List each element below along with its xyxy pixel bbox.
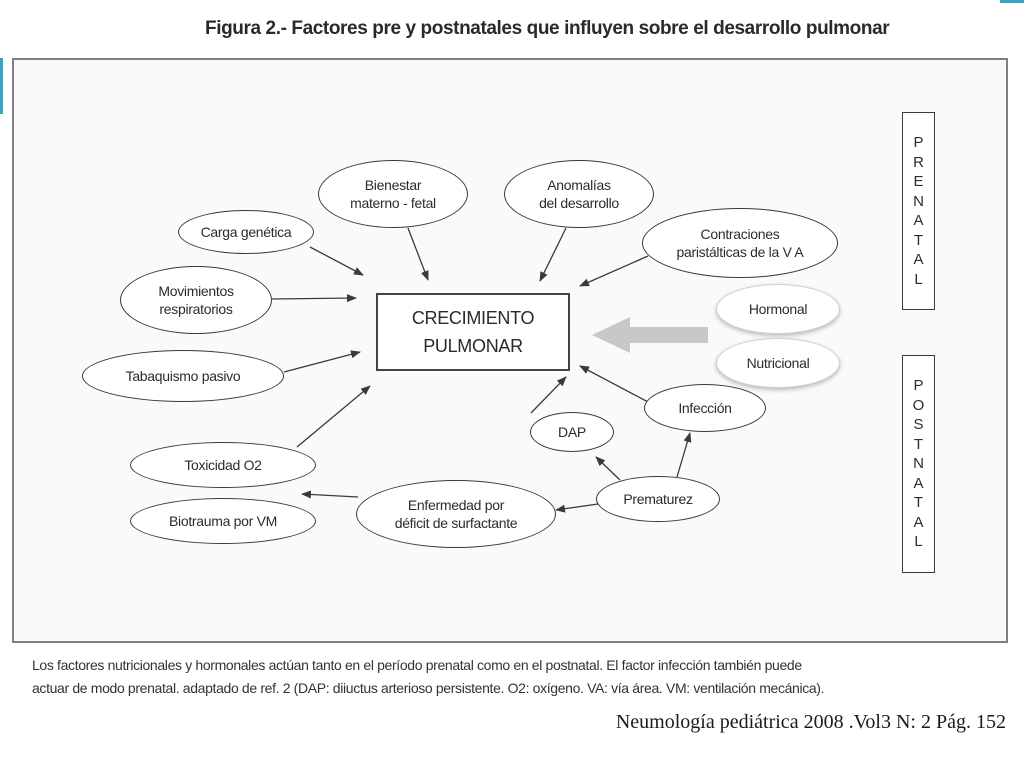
node-infeccion: Infección — [644, 384, 766, 432]
node-bienestar-materno-fetal: Bienestar materno - fetal — [318, 160, 468, 228]
node-label: Biotrauma por VM — [168, 513, 278, 529]
big-arrow — [592, 317, 708, 353]
node-label: Movimientos respiratorios — [158, 283, 234, 317]
figure-title: Figura 2.- Factores pre y postnatales qu… — [205, 18, 890, 39]
vertical-label-letter: L — [914, 270, 923, 288]
arrow-prematurez-dap — [595, 456, 621, 481]
arrow-bienestar — [407, 227, 429, 281]
node-movimientos-respiratorios: Movimientos respiratorios — [120, 266, 272, 334]
node-carga-genetica: Carga genética — [178, 210, 314, 254]
node-label: Enfermedad por déficit de surfactante — [394, 497, 518, 531]
vertical-label-letter: A — [913, 513, 924, 531]
vertical-label-letter: A — [913, 212, 924, 229]
vertical-label-letter: L — [914, 533, 923, 551]
source-citation: Neumología pediátrica 2008 .Vol3 N: 2 Pá… — [615, 711, 1006, 733]
vertical-label-letter: T — [913, 231, 924, 249]
node-hormonal: Hormonal — [716, 284, 840, 334]
arrow-dap — [530, 376, 567, 414]
node-label: DAP — [558, 424, 586, 440]
arrow-infeccion — [579, 365, 651, 404]
arrow-prematurez-infeccion — [676, 432, 692, 478]
arrow-contracciones — [579, 255, 649, 287]
figure-caption: Los factores nutricionales y hormonales … — [32, 654, 992, 700]
arrow-carga-genetica — [309, 246, 364, 276]
node-label: Anomalías del desarrollo — [539, 177, 619, 211]
arrow-prematurez-enfermedad — [555, 503, 599, 513]
node-label: Tabaquismo pasivo — [125, 368, 241, 384]
caption-line-1: Los factores nutricionales y hormonales … — [32, 657, 802, 673]
arrow-toxicidad — [296, 385, 371, 448]
node-prematurez: Prematurez — [596, 476, 720, 522]
vertical-label-letter: R — [913, 153, 924, 171]
vertical-label-letter: A — [913, 251, 924, 268]
node-anomalias-del-desarrollo: Anomalías del desarrollo — [504, 160, 654, 228]
node-label: Bienestar materno - fetal — [350, 177, 436, 211]
vertical-label-letter: P — [913, 377, 924, 395]
node-enfermedad-deficit-surfactante: Enfermedad por déficit de surfactante — [356, 480, 556, 548]
vertical-label-letter: N — [913, 455, 924, 473]
arrow-anomalias — [539, 227, 567, 282]
accent-line-left — [0, 58, 3, 114]
node-label: Toxicidad O2 — [184, 457, 262, 473]
vertical-label-letter: S — [913, 416, 924, 434]
node-dap: DAP — [530, 412, 614, 452]
node-label: Prematurez — [623, 491, 693, 507]
node-label: Carga genética — [200, 224, 292, 240]
vertical-label-letter: E — [913, 173, 924, 190]
center-label: CRECIMIENTO PULMONAR — [411, 308, 535, 356]
node-tabaquismo-pasivo: Tabaquismo pasivo — [82, 350, 284, 402]
vertical-label-letter: T — [913, 435, 924, 453]
node-contracciones: Contraciones paristálticas de la V A — [642, 208, 838, 278]
vertical-label-letter: N — [913, 192, 924, 210]
vertical-label-letter: T — [913, 494, 924, 512]
node-nutricional: Nutricional — [716, 338, 840, 388]
node-label: Contraciones paristálticas de la V A — [676, 226, 804, 260]
vertical-label-letter: P — [913, 134, 924, 151]
node-biotrauma-por-vm: Biotrauma por VM — [130, 498, 316, 544]
node-toxicidad-o2: Toxicidad O2 — [130, 442, 316, 488]
node-label: Hormonal — [748, 301, 808, 317]
accent-line-top — [1000, 0, 1024, 3]
arrow-tabaquismo — [283, 350, 361, 373]
node-label: Infección — [678, 400, 732, 416]
caption-line-2: actuar de modo prenatal. adaptado de ref… — [32, 680, 825, 696]
vertical-label-letter: O — [912, 396, 925, 414]
node-label: Nutricional — [746, 355, 810, 371]
arrow-movimientos — [271, 294, 357, 303]
arrow-enfermedad-biotrauma — [301, 490, 359, 499]
vertical-label-letter: A — [913, 474, 924, 492]
center-box-crecimiento-pulmonar: CRECIMIENTO PULMONAR — [376, 293, 570, 371]
